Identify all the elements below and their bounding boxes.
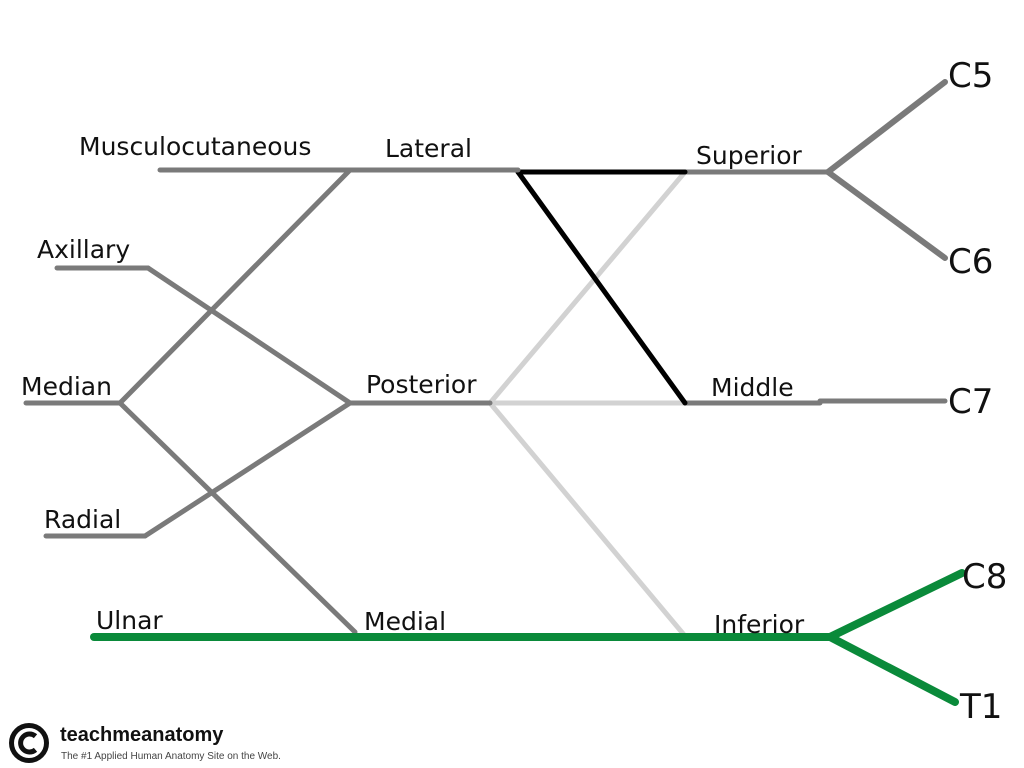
trunk-label-superior: Superior	[696, 141, 802, 170]
c6-root-line	[825, 169, 948, 261]
c8-root-line	[826, 569, 966, 641]
root-label-c6: C6	[948, 242, 993, 282]
inferior-posterior-division	[487, 400, 688, 639]
superior-posterior-division	[487, 169, 688, 406]
nerve-label-median: Median	[21, 372, 112, 401]
c5-root-line	[825, 79, 948, 175]
nerve-label-axillary: Axillary	[37, 235, 130, 264]
brand-tagline: The #1 Applied Human Anatomy Site on the…	[61, 751, 281, 762]
cord-label-posterior: Posterior	[366, 370, 477, 399]
brand-name: teachmeanatomy	[60, 724, 224, 746]
cord-label-lateral: Lateral	[385, 134, 472, 163]
root-label-c7: C7	[948, 382, 993, 422]
trunk-label-middle: Middle	[711, 373, 794, 402]
t1-root-line	[826, 633, 959, 706]
cord-label-medial: Medial	[364, 607, 446, 636]
root-label-t1: T1	[959, 687, 1002, 727]
root-label-c8: C8	[962, 557, 1007, 597]
middle-anterior-division	[515, 169, 688, 406]
medial-to-median-line	[117, 400, 358, 635]
root-label-c5: C5	[948, 56, 993, 96]
nerve-label-radial: Radial	[44, 505, 121, 534]
posterior-to-radial-line	[142, 400, 353, 539]
trunk-label-inferior: Inferior	[714, 610, 805, 639]
posterior-to-axillary-line	[145, 265, 353, 406]
lateral-to-median-line	[117, 167, 353, 406]
copyright-icon	[9, 723, 49, 763]
nerve-label-musculocutaneous: Musculocutaneous	[79, 132, 311, 161]
nerve-label-ulnar: Ulnar	[96, 606, 163, 635]
